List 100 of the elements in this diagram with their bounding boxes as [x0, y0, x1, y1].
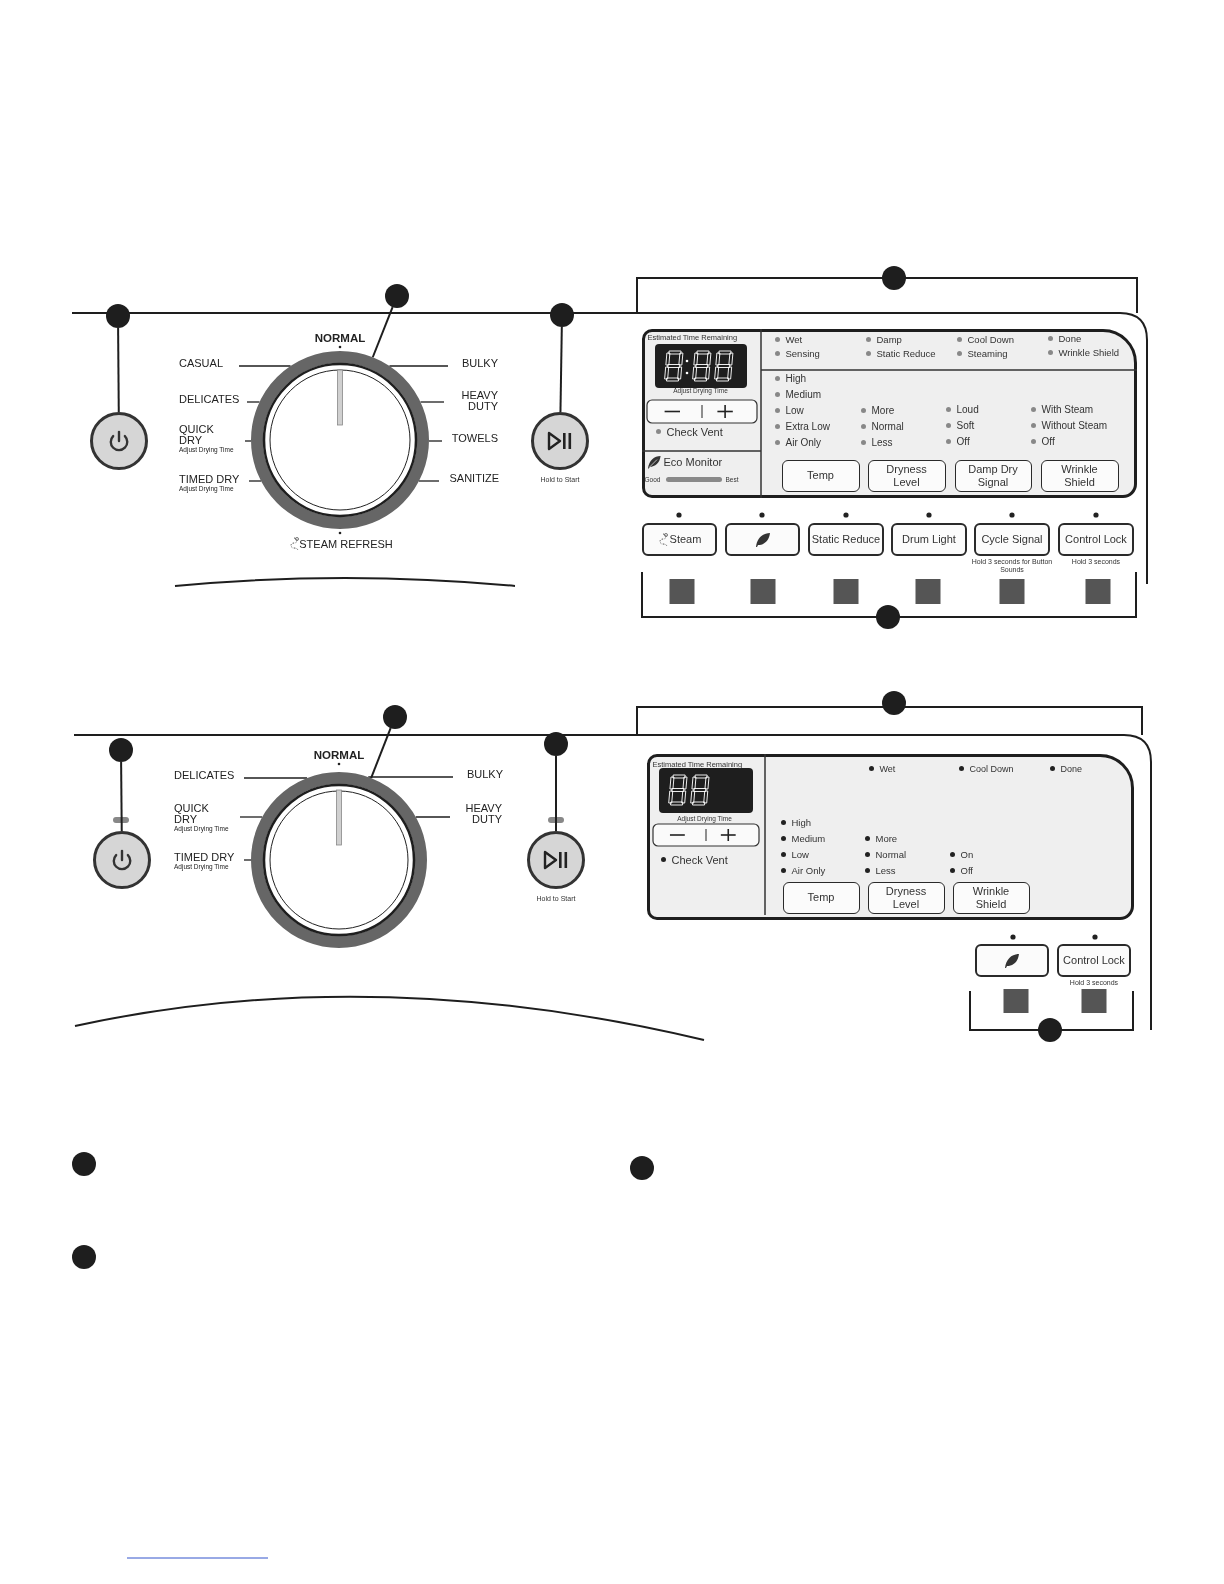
callout-marker: [550, 303, 574, 327]
power-button: [90, 412, 148, 470]
cycle-label: NORMAL: [314, 333, 366, 345]
cycle-label: TOWELS: [451, 433, 498, 444]
feature-button: [725, 523, 800, 556]
cycle-selector-knob: [251, 772, 427, 948]
option-button: Dryness Level: [867, 881, 945, 914]
cycle-label: NORMAL: [313, 750, 365, 762]
leader-line: [117, 327, 120, 413]
display-text: Check Vent: [666, 426, 723, 437]
display-text: Cool Down: [967, 334, 1014, 345]
leader-line: [559, 326, 563, 413]
cycle-label: DELICATES: [179, 394, 240, 405]
leader-line: [243, 859, 252, 861]
leader-line: [367, 776, 454, 778]
display-text: Less: [871, 437, 893, 448]
feature-button: Drum Light: [891, 523, 967, 556]
display-text: Extra Low: [785, 421, 830, 432]
cycle-label: TIMED DRY: [174, 852, 235, 863]
option-button: Dryness Level: [867, 459, 946, 492]
feature-button: Control Lock: [1057, 944, 1131, 977]
callout-marker: [106, 304, 130, 328]
leader-line: [419, 401, 445, 403]
option-button: Wrinkle Shield: [952, 881, 1030, 914]
cycle-label: CASUAL: [179, 358, 224, 369]
control-display: [642, 329, 1137, 498]
display-text: Less: [875, 865, 896, 876]
cycle-selector-knob: [251, 351, 429, 529]
display-text: Static Reduce: [876, 348, 936, 359]
cycle-label: SANITIZE: [449, 473, 499, 484]
leader-line: [244, 440, 252, 442]
callout-marker: [882, 266, 906, 290]
start-pause-button: [527, 831, 585, 889]
callout-marker: [1038, 1018, 1062, 1042]
display-text: Medium: [791, 833, 826, 844]
start-pause-button: [531, 412, 589, 470]
display-text: Normal: [875, 849, 907, 860]
display-text: Without Steam: [1041, 420, 1108, 431]
callout-marker: [109, 738, 133, 762]
callout-marker: [882, 691, 906, 715]
callout-marker: [385, 284, 409, 308]
display-text: Soft: [956, 420, 975, 431]
display-text: Wet: [785, 334, 803, 345]
display-text: With Steam: [1041, 404, 1094, 415]
display-text: On: [960, 849, 974, 860]
display-text: Cool Down: [969, 764, 1014, 773]
cycle-label: DELICATES: [174, 770, 235, 781]
leader-line: [388, 365, 449, 367]
display-text: Low: [791, 849, 809, 860]
display-text: High: [791, 817, 812, 828]
display-text: Sensing: [785, 348, 820, 359]
display-text: Done: [1060, 764, 1082, 773]
cycle-label: BULKY: [461, 358, 498, 369]
cycle-label: QUICK DRY: [174, 803, 210, 825]
power-button: [93, 831, 151, 889]
display-text: Eco Monitor: [663, 456, 723, 467]
display-text: Damp: [876, 334, 902, 345]
display-text: More: [871, 405, 895, 416]
leader-line: [248, 480, 262, 482]
callout-marker: [630, 1156, 654, 1180]
leader-line: [239, 816, 263, 818]
option-button: Damp Dry Signal: [954, 459, 1032, 492]
cycle-label: HEAVY DUTY: [464, 803, 502, 825]
option-button: Wrinkle Shield: [1040, 459, 1119, 492]
leader-line: [238, 365, 292, 367]
cycle-label: HEAVY DUTY: [460, 390, 498, 412]
leader-line: [120, 761, 123, 832]
leader-line: [428, 440, 443, 442]
callout-marker: [72, 1245, 96, 1269]
leader-line: [371, 306, 394, 359]
display-text: Steaming: [967, 348, 1008, 359]
display-text: Wet: [879, 764, 896, 773]
callout-marker: [544, 732, 568, 756]
display-text: Loud: [956, 404, 979, 415]
feature-button: Steam: [642, 523, 717, 556]
cycle-label: BULKY: [466, 769, 503, 780]
display-text: Low: [785, 405, 804, 416]
display-text: Air Only: [791, 865, 826, 876]
leader-line: [555, 755, 557, 832]
leader-line: [415, 816, 451, 818]
callout-marker: [383, 705, 407, 729]
leader-line: [418, 480, 440, 482]
display-text: Off: [960, 865, 973, 876]
leader-line: [243, 777, 308, 779]
feature-button: Control Lock: [1058, 523, 1134, 556]
leader-line: [246, 401, 261, 403]
display-text: High: [785, 373, 807, 384]
display-text: Medium: [785, 389, 822, 400]
display-text: Off: [1041, 436, 1055, 447]
cycle-label: STEAM REFRESH: [299, 538, 393, 550]
display-text: Air Only: [785, 437, 822, 448]
display-text: Done: [1058, 333, 1082, 344]
feature-button: Cycle Signal: [974, 523, 1050, 556]
display-text: More: [875, 833, 898, 844]
display-text: Check Vent: [671, 854, 728, 865]
cycle-label: QUICK DRY: [179, 424, 215, 446]
cycle-label: TIMED DRY: [179, 474, 240, 485]
option-button: Temp: [782, 881, 860, 914]
display-text: Wrinkle Shield: [1058, 347, 1120, 358]
control-display: [647, 754, 1134, 920]
